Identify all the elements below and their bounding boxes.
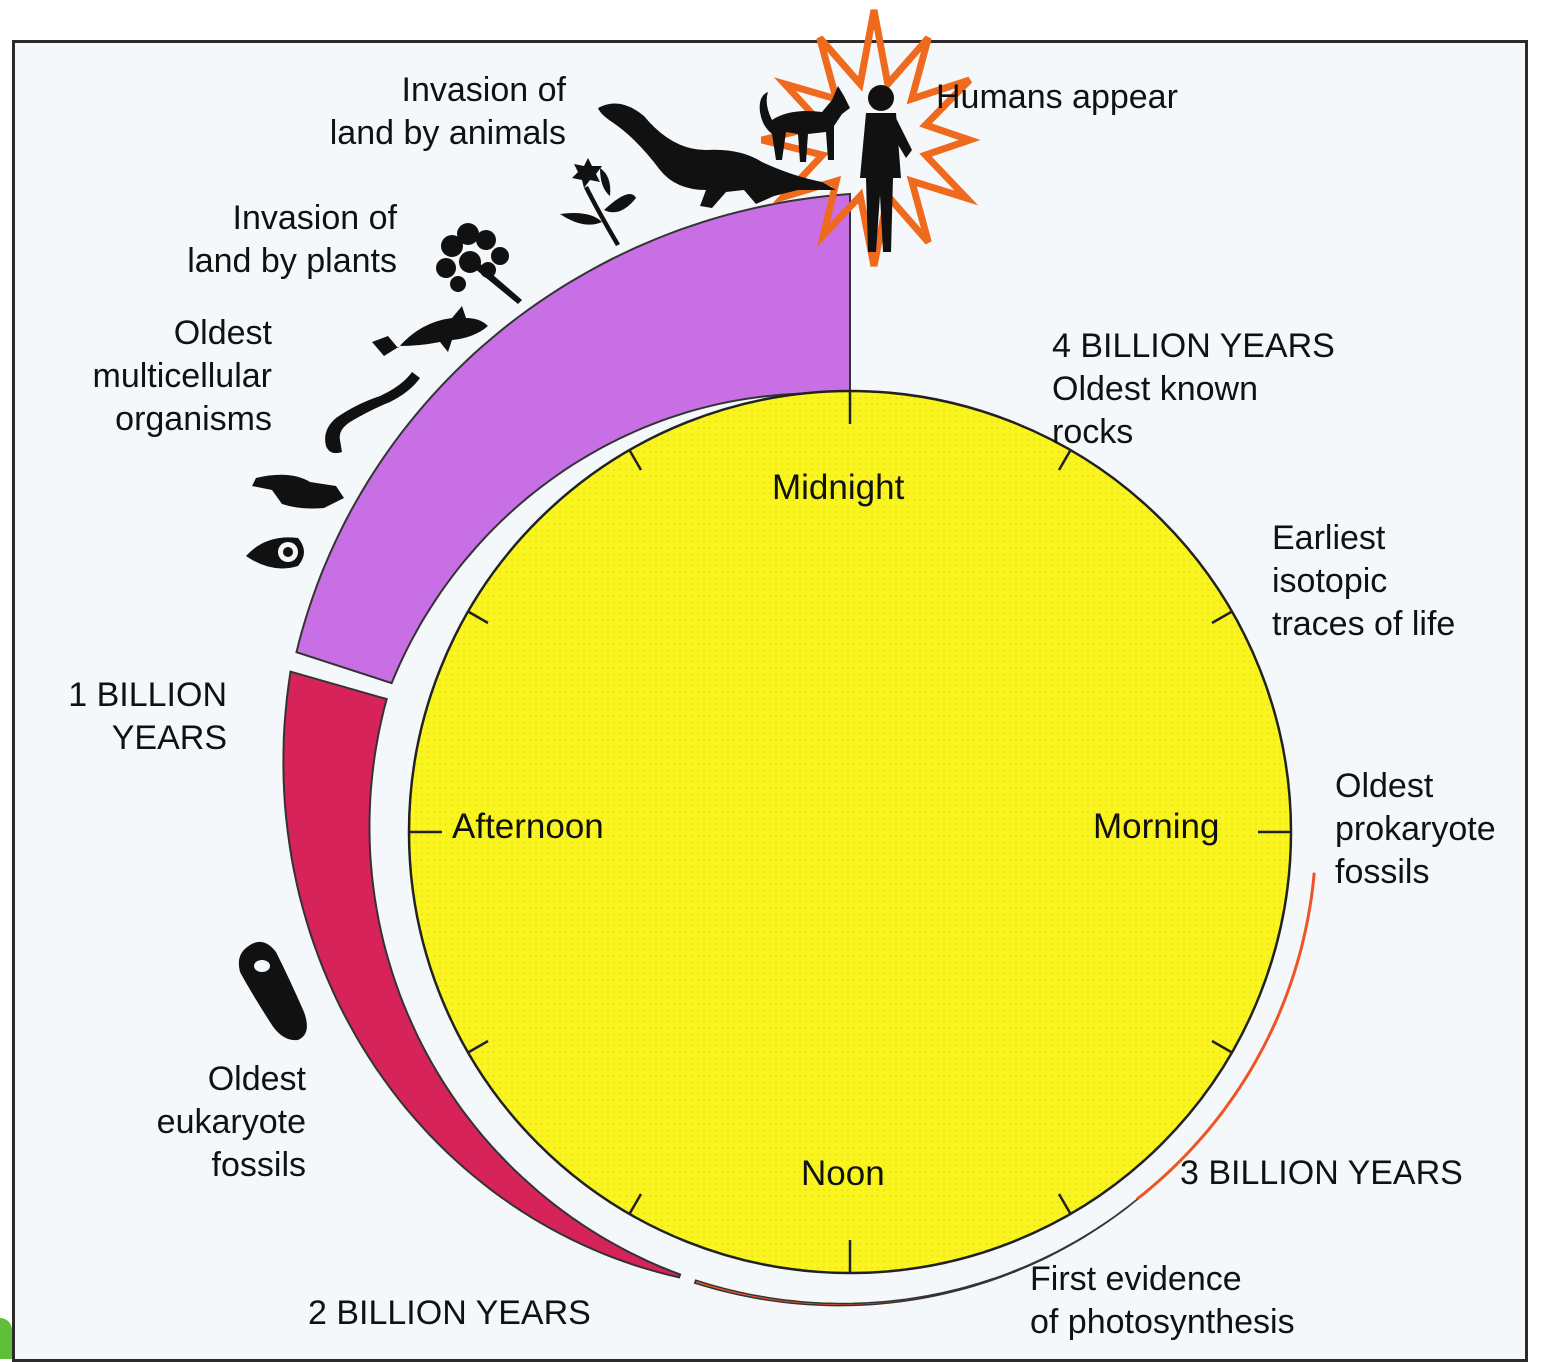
dog-icon xyxy=(760,86,850,162)
tree-icon xyxy=(436,223,522,304)
label-eukaryote-fossils: Oldest eukaryote fossils xyxy=(96,1058,306,1187)
label-midnight: Midnight xyxy=(772,468,904,508)
footprint-icon xyxy=(252,475,344,509)
label-photosynthesis: First evidence of photosynthesis xyxy=(1030,1258,1295,1344)
slide-corner-accent xyxy=(0,1318,12,1359)
label-morning: Morning xyxy=(1093,807,1219,847)
flower-icon xyxy=(560,158,636,246)
label-noon: Noon xyxy=(801,1154,885,1194)
label-prokaryote-fossils: Oldest prokaryote fossils xyxy=(1335,765,1496,894)
label-3-billion-years: 3 BILLION YEARS xyxy=(1180,1152,1463,1195)
human-icon xyxy=(860,85,912,252)
label-isotopic-traces: Earliest isotopic traces of life xyxy=(1272,517,1455,646)
label-1-billion-years: 1 BILLION YEARS xyxy=(20,674,227,760)
label-invasion-plants: Invasion of land by plants xyxy=(120,197,397,283)
fish-icon xyxy=(372,306,488,356)
label-afternoon: Afternoon xyxy=(452,807,604,847)
label-invasion-animals: Invasion of land by animals xyxy=(260,69,566,155)
eukaryote-cell-icon xyxy=(239,942,307,1040)
label-humans-appear: Humans appear xyxy=(936,76,1178,119)
cell-icon xyxy=(246,537,304,568)
label-2-billion-years: 2 BILLION YEARS xyxy=(308,1292,591,1335)
label-4-billion-years: 4 BILLION YEARS Oldest known rocks xyxy=(1052,325,1335,454)
label-multicellular: Oldest multicellular organisms xyxy=(30,312,272,441)
